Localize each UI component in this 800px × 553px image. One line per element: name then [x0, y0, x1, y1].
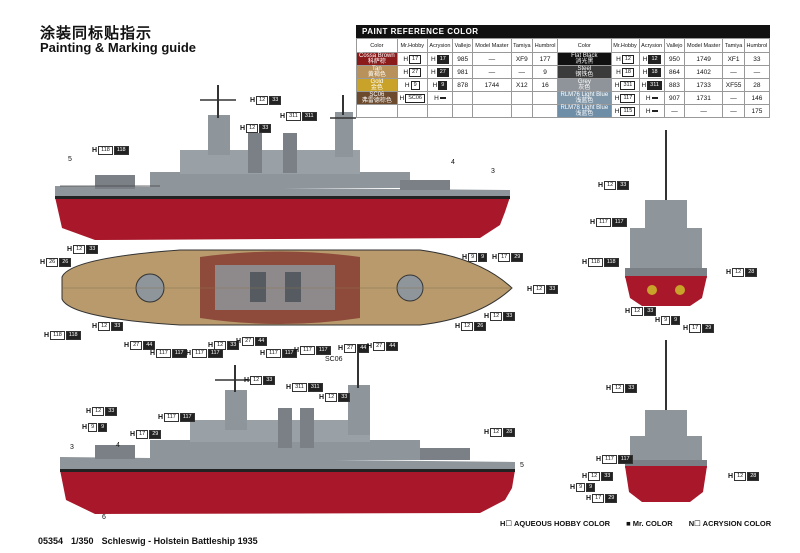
acry-cell: H — [638, 104, 665, 118]
legend-mr-color: ■ Mr. COLOR — [626, 519, 673, 528]
side-view-top — [55, 85, 510, 240]
footer-code: 05354 — [38, 536, 64, 546]
color-legend: H☐ AQUEOUS HOBBY COLOR ■ Mr. COLOR N☐ AC… — [500, 519, 771, 528]
footer: 05354 1/350 Schleswig - Holstein Battles… — [38, 536, 258, 546]
title-english: Painting & Marking guide — [40, 40, 197, 55]
label-3-bot: 3 — [70, 444, 74, 451]
label-6-bot: 6 — [102, 514, 106, 521]
mm-cell: — — [684, 104, 724, 118]
label-4-top: 4 — [451, 159, 455, 166]
label-3-top: 3 — [491, 168, 495, 175]
side-view-bottom — [60, 352, 515, 514]
humbrol-cell: 28 — [743, 78, 771, 92]
title-chinese: 涂装同标贴指示 — [40, 24, 153, 42]
humbrol-cell: 175 — [743, 104, 771, 118]
label-5-top: 5 — [68, 156, 72, 163]
legend-acrysion: N☐ ACRYSION COLOR — [688, 519, 772, 528]
footer-scale: 1/350 — [71, 536, 94, 546]
label-4-bot: 4 — [116, 442, 120, 449]
legend-aqueous: H☐ AQUEOUS HOBBY COLOR — [500, 519, 611, 528]
footer-name: Schleswig - Holstein Battleship 1935 — [101, 536, 258, 546]
label-5-bot: 5 — [520, 462, 524, 469]
paint-table-heading: PAINT REFERENCE COLOR — [356, 25, 770, 38]
label-sc06: SC06 — [325, 356, 343, 363]
paint-reference-table: PAINT REFERENCE COLOR Color Mr.Hobby Acr… — [356, 25, 771, 118]
rear-view — [625, 340, 707, 502]
front-view — [625, 130, 707, 306]
deck-plan-view — [61, 249, 513, 326]
